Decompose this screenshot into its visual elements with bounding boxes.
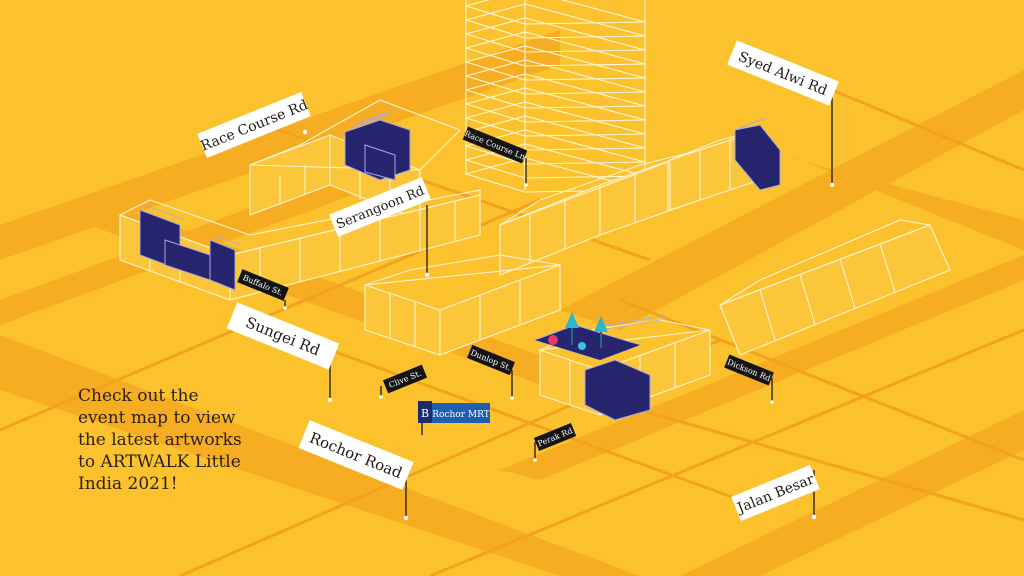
tree-icon xyxy=(565,312,579,328)
event-map-message: Check out the event map to view the late… xyxy=(78,386,242,494)
mrt-badge-label: B xyxy=(421,407,429,420)
tower-building xyxy=(465,0,646,193)
mrt-station-name: Rochor MRT xyxy=(432,410,489,420)
mrt-badge-icon xyxy=(418,401,432,423)
shophouse-row-dickson xyxy=(719,219,951,356)
shophouse-row-clive xyxy=(364,254,561,356)
highlight-building-buffalo xyxy=(139,204,241,291)
highlight-building-serangoon-north xyxy=(344,109,411,181)
tree-icon xyxy=(594,316,608,332)
artwork-marker-icon[interactable] xyxy=(578,342,586,350)
street-line xyxy=(639,408,1024,522)
street-line xyxy=(619,298,1024,462)
artwork-marker-icon[interactable] xyxy=(548,335,558,345)
road-band-lower-right xyxy=(500,255,1024,480)
street-line xyxy=(429,328,1024,576)
road-band-syed-alwi xyxy=(560,70,1024,330)
road-band-north xyxy=(0,30,560,260)
road-sign-race-course-ln: Race Course Ln xyxy=(462,126,528,187)
road-sign-jalan-besar: Jalan Besar xyxy=(731,465,820,521)
road-network xyxy=(0,30,1024,576)
highlight-building-syed-alwi xyxy=(734,117,781,191)
artwork-plaza xyxy=(535,312,640,360)
road-band-jalan-besar xyxy=(680,410,1024,576)
